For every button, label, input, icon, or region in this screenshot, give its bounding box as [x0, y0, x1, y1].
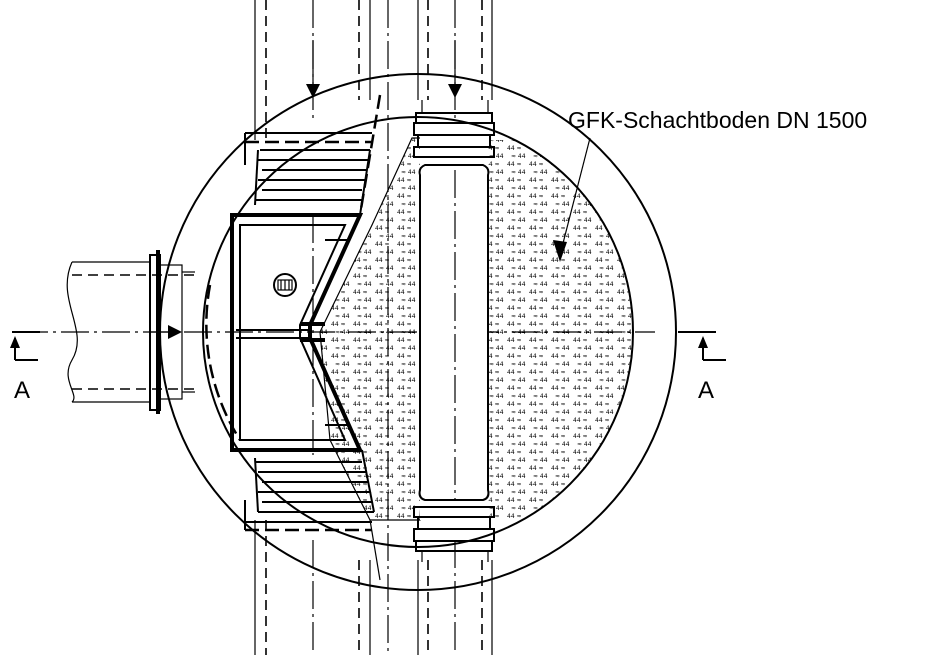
- concrete-fill-right: [488, 140, 633, 520]
- pipe-left-inlet: [66, 250, 200, 414]
- left-channel-bellows-bottom: [244, 449, 375, 532]
- right-channel: [413, 100, 495, 562]
- section-label-right: A: [698, 377, 714, 404]
- cover-outline-arc: [205, 284, 242, 441]
- dashed-partition-bottom: [369, 519, 381, 581]
- section-marker-left: [10, 331, 40, 361]
- dashed-partition-top: [358, 94, 382, 216]
- section-marker-right: [678, 331, 726, 361]
- pipe-right-vertical: [417, 0, 493, 655]
- section-label-left: A: [14, 377, 30, 404]
- label-leader: [553, 137, 591, 262]
- left-channel-bellows-top: [244, 132, 372, 216]
- outer-shaft-ring: [159, 73, 677, 591]
- flow-arrow-right-pipe: [448, 40, 462, 98]
- schachtboden-label: GFK-Schachtboden DN 1500: [568, 107, 867, 133]
- flow-arrow-left-pipe: [306, 40, 320, 98]
- inspection-symbol: [273, 273, 297, 297]
